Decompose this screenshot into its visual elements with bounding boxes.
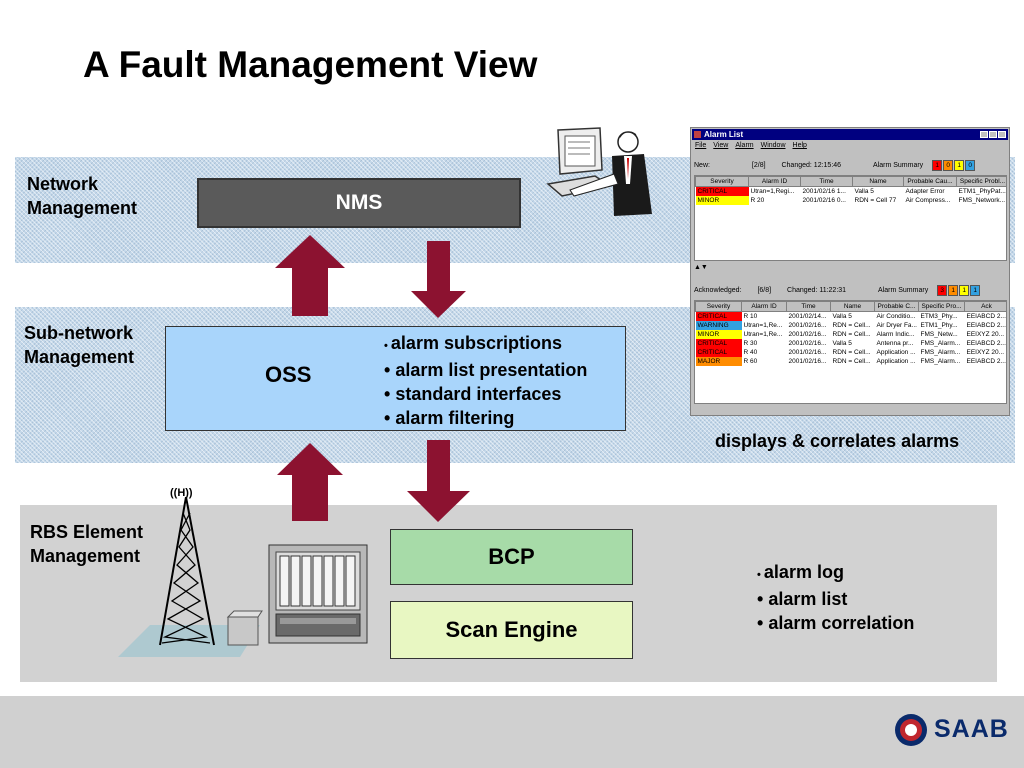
- pane-splitter[interactable]: ▲▼: [694, 264, 708, 271]
- menu-file[interactable]: File: [695, 142, 707, 149]
- rbs-hardware-illustration: [268, 544, 368, 644]
- rbs-bullet: • alarm log: [757, 562, 844, 582]
- arrow-down-nms-to-oss: [411, 241, 466, 318]
- scan-engine-box: Scan Engine: [390, 601, 633, 659]
- column-header[interactable]: Time: [786, 301, 831, 312]
- menu-window[interactable]: Window: [760, 142, 786, 149]
- column-header[interactable]: Name: [852, 176, 904, 187]
- oss-box: OSS • alarm subscriptions • alarm list p…: [165, 326, 626, 431]
- table-header-row: Severity Alarm ID Time Name Probable C..…: [695, 301, 1006, 312]
- scan-engine-label: Scan Engine: [445, 617, 578, 642]
- column-header[interactable]: Name: [830, 301, 875, 312]
- saab-logo: SAAB: [934, 715, 1009, 743]
- operator-workstation-illustration: [546, 127, 652, 216]
- tower-signal-symbol: ((H)): [170, 487, 193, 499]
- column-header[interactable]: Specific Probl...: [956, 176, 1006, 187]
- menu-help[interactable]: Help: [792, 142, 807, 149]
- arrow-up-oss-to-nms: [275, 235, 345, 316]
- column-header[interactable]: Severity: [695, 176, 749, 187]
- oss-bullet: • alarm list presentation: [384, 360, 588, 380]
- maximize-icon[interactable]: [989, 131, 997, 138]
- table-row[interactable]: CRITICAL Utran=1,Regi...2001/02/16 1...V…: [695, 186, 1006, 196]
- column-header[interactable]: Ack: [964, 301, 1006, 312]
- rbs-bullet: • alarm correlation: [757, 613, 915, 633]
- column-header[interactable]: Probable C...: [874, 301, 919, 312]
- oss-bullet: • alarm filtering: [384, 408, 515, 428]
- column-header[interactable]: Time: [800, 176, 853, 187]
- new-alarms-status: New: [2/8] Changed: 12:15:46 Alarm Summa…: [694, 160, 976, 171]
- menu-view[interactable]: View: [713, 142, 729, 149]
- acknowledged-alarms-status: Acknowledged: [6/8] Changed: 11:22:31 Al…: [694, 285, 981, 296]
- subnetwork-management-label: Sub-network Management: [24, 323, 135, 367]
- acknowledged-alarms-table: Severity Alarm ID Time Name Probable C..…: [695, 301, 1006, 366]
- network-management-label: Network Management: [27, 174, 138, 218]
- minimize-icon[interactable]: [980, 131, 988, 138]
- nms-box: NMS: [197, 178, 521, 228]
- alarm-window-menubar: File View Alarm Window Help: [695, 142, 814, 149]
- nms-label: NMS: [335, 191, 383, 214]
- radio-tower-illustration: [118, 496, 263, 657]
- rbs-bullet-list: • alarm log • alarm list • alarm correla…: [757, 560, 914, 635]
- alarm-window-titlebar[interactable]: Alarm List: [692, 129, 1008, 140]
- column-header[interactable]: Alarm ID: [748, 176, 801, 187]
- menu-alarm[interactable]: Alarm: [735, 142, 754, 149]
- oss-bullet: • alarm subscriptions: [384, 333, 562, 353]
- table-row[interactable]: MINOR Utran=1,Re...2001/02/16...RDN = Ce…: [695, 330, 1005, 339]
- oss-label: OSS: [265, 362, 312, 387]
- arrow-up-bcp-to-oss: [277, 443, 343, 521]
- new-alarms-table: Severity Alarm ID Time Name Probable Cau…: [695, 176, 1006, 205]
- table-header-row: Severity Alarm ID Time Name Probable Cau…: [695, 176, 1006, 187]
- alarm-app-icon: [694, 131, 701, 138]
- oss-bullet: • standard interfaces: [384, 384, 562, 404]
- column-header[interactable]: Specific Pro...: [918, 301, 965, 312]
- column-header[interactable]: Severity: [695, 301, 742, 312]
- table-row[interactable]: WARNING Utran=1,Re...2001/02/16...RDN = …: [695, 321, 1006, 330]
- new-alarms-table-pane[interactable]: Severity Alarm ID Time Name Probable Cau…: [694, 175, 1007, 261]
- column-header[interactable]: Probable Cau...: [903, 176, 957, 187]
- footer-bar: [0, 696, 1024, 768]
- bcp-box: BCP: [390, 529, 633, 585]
- rbs-element-management-label: RBS Element Management: [30, 522, 144, 566]
- arrow-down-oss-to-bcp: [407, 440, 470, 522]
- rbs-bullet: • alarm list: [757, 589, 848, 609]
- page-title: A Fault Management View: [83, 44, 538, 85]
- alarm-list-window[interactable]: Alarm List File View Alarm Window Help New: …: [690, 127, 1010, 416]
- oss-bullet-list: • alarm subscriptions • alarm list prese…: [384, 331, 587, 430]
- alarm-window-caption: displays & correlates alarms: [715, 431, 960, 451]
- column-header[interactable]: Alarm ID: [741, 301, 787, 312]
- acknowledged-alarms-table-pane[interactable]: Severity Alarm ID Time Name Probable C..…: [694, 300, 1007, 404]
- alarm-window-title: Alarm List: [704, 130, 744, 139]
- bcp-label: BCP: [488, 544, 535, 569]
- close-icon[interactable]: [998, 131, 1006, 138]
- saab-emblem-icon: [895, 714, 927, 746]
